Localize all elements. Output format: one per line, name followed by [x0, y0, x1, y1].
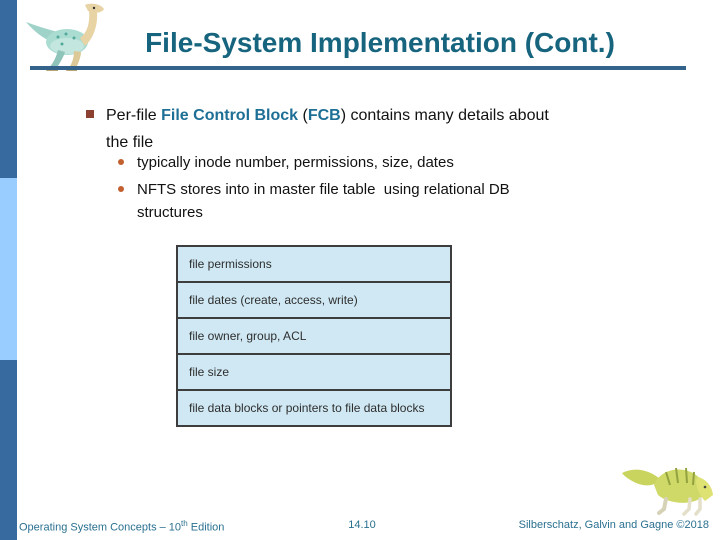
footer-edition-tail: Edition: [187, 521, 225, 534]
fcb-table-row: file dates (create, access, write): [178, 283, 450, 319]
sub-bullet-item-inode: typically inode number, permissions, siz…: [118, 151, 618, 174]
term-fcb: FCB: [307, 107, 341, 124]
sub-bullet-text: typically inode number, permissions, siz…: [137, 154, 454, 171]
bullet-text-line2: the file: [106, 134, 154, 151]
sidebar-accent-light: [0, 178, 17, 360]
fcb-table: file permissions file dates (create, acc…: [176, 245, 452, 427]
footer-book-title: Operating System Concepts – 10th Edition: [19, 519, 224, 534]
footer-edition-sup: th: [181, 519, 188, 528]
sub-bullet-item-ntfs: NFTS stores into in master file table us…: [118, 178, 618, 224]
bullet-text-post: ) contains many details about: [340, 107, 549, 124]
sidebar-accent-dark-bottom: [0, 360, 17, 540]
bullet-dot-icon: [118, 186, 124, 192]
bullet-text-mid: (: [298, 107, 308, 124]
bullet-item-fcb: Per-file File Control Block (FCB) contai…: [86, 102, 646, 156]
bullet-text-pre: Per-file: [106, 107, 162, 124]
bullet-text: Per-file File Control Block (FCB) contai…: [106, 102, 626, 156]
sub-bullet-text: NFTS stores into in master file table us…: [137, 181, 510, 221]
fcb-table-row: file permissions: [178, 247, 450, 283]
fcb-table-row: file size: [178, 355, 450, 391]
footer-book-main: Operating System Concepts – 10: [19, 521, 182, 534]
fcb-table-row: file data blocks or pointers to file dat…: [189, 401, 425, 415]
slide-page-number: 14.10: [348, 519, 376, 531]
lizard-image-icon: [622, 467, 713, 516]
footer-authors: Silberschatz, Galvin and Gagne ©2018: [518, 519, 709, 531]
fcb-table-row: file owner, group, ACL: [178, 319, 450, 355]
bullet-square-icon: [86, 110, 94, 118]
bullet-dot-icon: [118, 159, 124, 165]
slide-title: File-System Implementation (Cont.): [145, 27, 615, 58]
term-file-control-block: File Control Block: [161, 107, 299, 124]
sidebar-accent-dark-top: [0, 0, 17, 178]
title-underline: [30, 66, 686, 70]
